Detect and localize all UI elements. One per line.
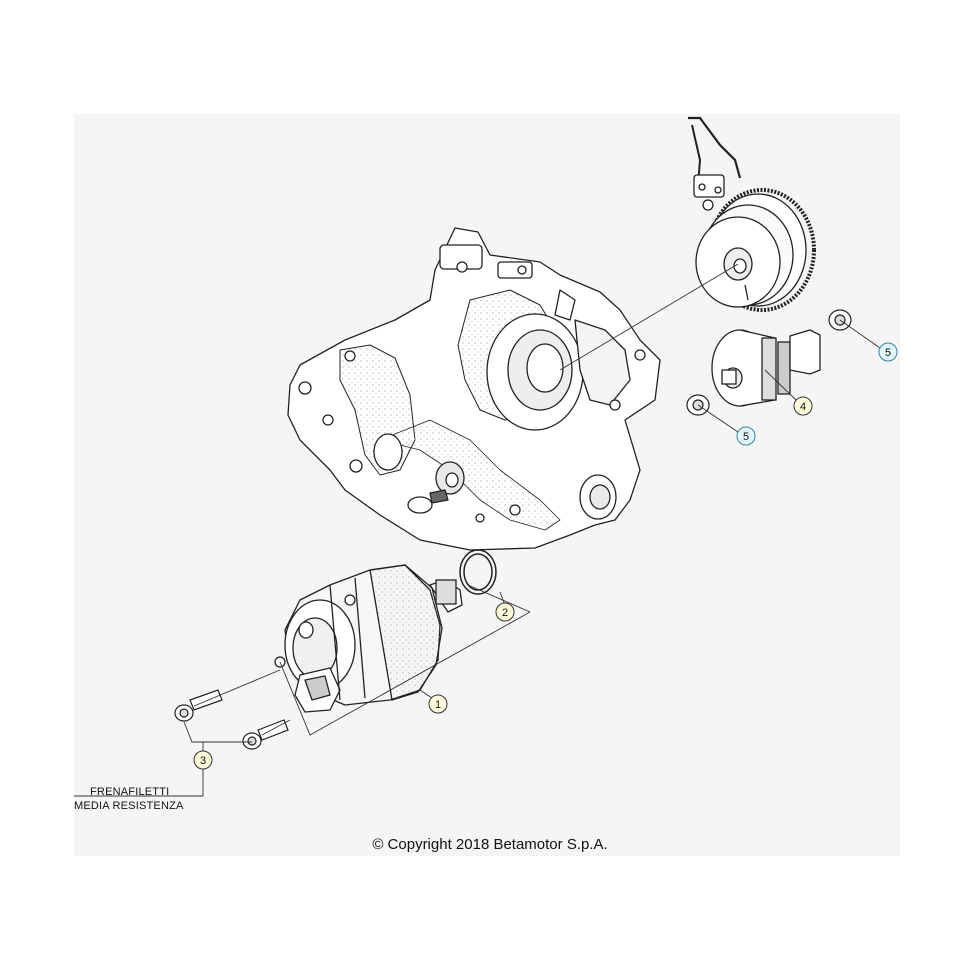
callout-1-label: 1: [435, 699, 441, 711]
callout-3: 3: [193, 750, 213, 770]
callout-4-label: 4: [800, 401, 806, 413]
crankcase: [287, 227, 661, 551]
callout-3-label: 3: [200, 755, 206, 767]
o-ring: [459, 549, 497, 595]
flywheel-assembly: [688, 116, 816, 312]
callout-2-label: 2: [502, 607, 508, 619]
threadlock-note-line2: MEDIA RESISTENZA: [74, 800, 184, 812]
callout-5-upper: 5: [878, 342, 898, 362]
leader-lines: [74, 263, 881, 797]
callout-4-circle: [793, 396, 813, 416]
callout-5-upper-circle: [878, 342, 898, 362]
callout-5-lower: 5: [736, 426, 756, 446]
callout-1-circle: [428, 694, 448, 714]
starter-motor: [274, 564, 463, 713]
callout-4: 4: [793, 396, 813, 416]
callout-2-circle: [495, 602, 515, 622]
bolt-upper: [174, 689, 223, 722]
callout-3-circle: [193, 750, 213, 770]
callout-5-lower-circle: [736, 426, 756, 446]
copyright-notice: © Copyright 2018 Betamotor S.p.A.: [372, 836, 608, 853]
callout-5-upper-label: 5: [885, 347, 891, 359]
callout-5-lower-label: 5: [743, 431, 749, 443]
callout-1: 1: [428, 694, 448, 714]
threadlock-note-line1: FRENAFILETTI: [90, 786, 170, 798]
starter-clutch: [711, 329, 821, 407]
callout-2: 2: [495, 602, 515, 622]
